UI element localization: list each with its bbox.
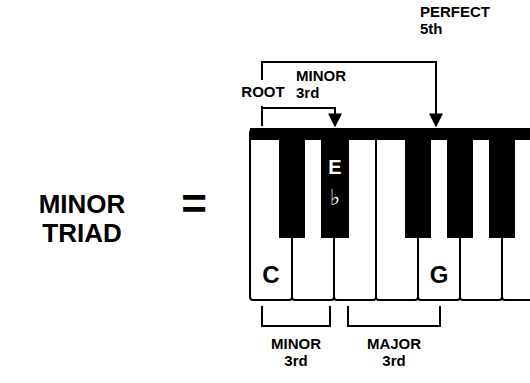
black-key [321, 130, 349, 238]
equals-sign: = [174, 180, 214, 228]
interval-label: MINOR 3rd [259, 336, 333, 369]
fifth-bracket [262, 62, 436, 126]
diagram-title: MINOR TRIAD [12, 190, 152, 247]
black-key [447, 130, 473, 238]
interval-label: MINOR 3rd [296, 68, 370, 101]
note-letter: G [420, 262, 458, 288]
interval-brackets-bottom [262, 306, 440, 326]
interval-label: PERFECT 5th [420, 4, 500, 37]
flat-sign: ♭ [321, 186, 349, 210]
black-key [489, 130, 515, 238]
black-key [279, 130, 305, 238]
interval-brackets-top [262, 62, 436, 126]
note-letter: E [321, 156, 349, 178]
note-letter: C [252, 262, 290, 288]
interval-label: MAJOR 3rd [357, 336, 431, 369]
black-keys [279, 130, 515, 238]
black-key [405, 130, 431, 238]
white-keys [250, 130, 530, 300]
major-third-bracket [348, 306, 440, 326]
minor-third-bracket [262, 306, 330, 326]
root-label: ROOT [230, 84, 296, 101]
third-bracket [262, 108, 335, 126]
